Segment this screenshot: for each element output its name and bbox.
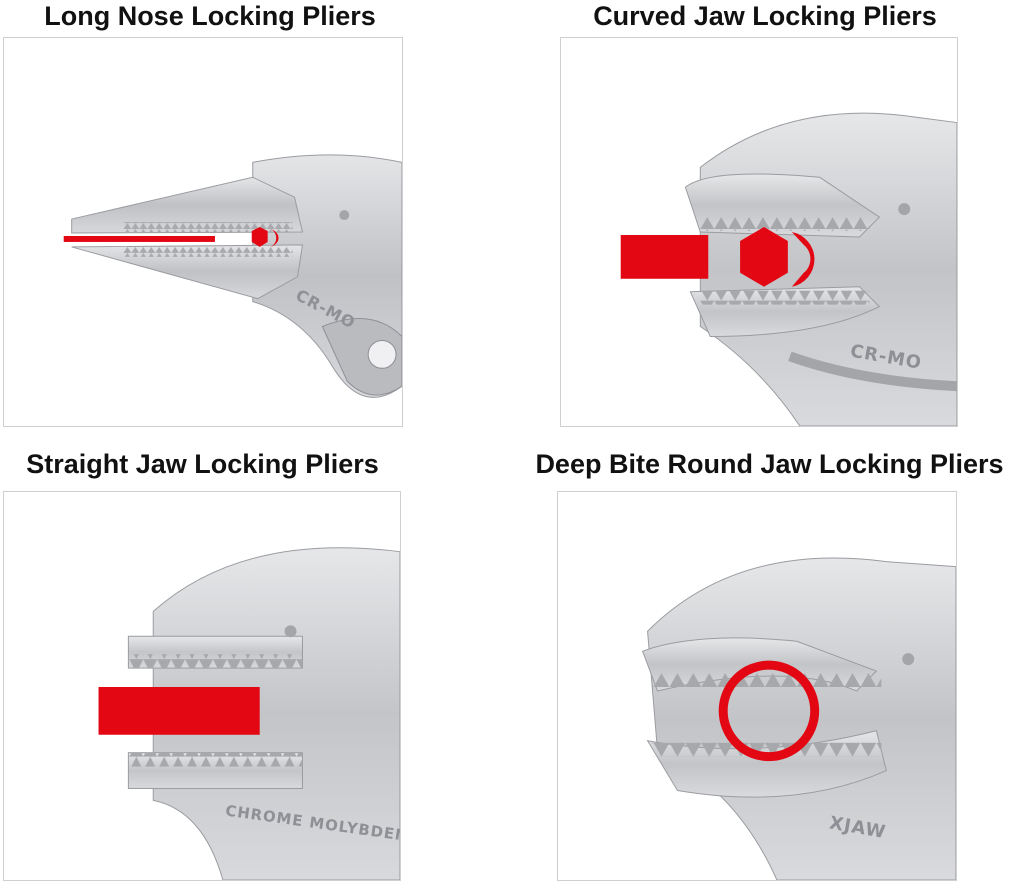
- flat-bar-icon: [98, 686, 260, 735]
- panel-deep-bite-round-jaw-image: XJAW: [557, 491, 957, 881]
- plier-body: [152, 547, 400, 880]
- panel-title-curved-jaw: Curved Jaw Locking Pliers: [593, 1, 937, 31]
- panel-straight-jaw-image: CHROME MOLYBDEN: [3, 491, 401, 881]
- hexagon-icon: [740, 227, 788, 287]
- plier-body: [647, 557, 956, 880]
- panel-title-straight-jaw: Straight Jaw Locking Pliers: [26, 449, 379, 479]
- panel-title-long-nose: Long Nose Locking Pliers: [44, 1, 376, 31]
- hexagon-icon: [251, 227, 268, 247]
- flat-bar-icon: [620, 234, 709, 279]
- panel-curved-jaw-image: CR-MO: [560, 37, 958, 427]
- ring-icon: [718, 660, 820, 762]
- panel-title-deep-bite-round-jaw: Deep Bite Round Jaw Locking Pliers: [535, 449, 1004, 479]
- round-bar-icon: [63, 235, 215, 242]
- panel-long-nose-image: CR-MO: [3, 37, 403, 427]
